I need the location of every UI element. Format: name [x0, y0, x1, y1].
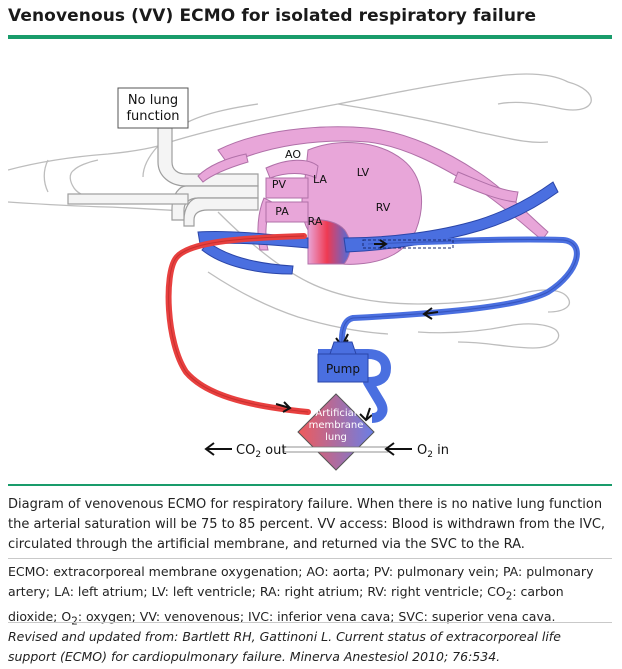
label-lv: LV [357, 166, 370, 179]
heart [265, 142, 423, 265]
body-outline [8, 73, 592, 349]
artificial-lung: Artificial membrane lung [283, 393, 389, 471]
o2-in-label: O2 in [417, 443, 449, 460]
label-ao: AO [285, 148, 301, 161]
label-pa: PA [275, 205, 289, 218]
ecmo-diagram: No lung function AO LA LV PV PA RA RV [8, 73, 592, 471]
lung-label-2: membrane [309, 420, 364, 431]
co2-out-label: CO2 out [236, 443, 286, 460]
label-ra: RA [308, 215, 323, 228]
lung-label-3: lung [325, 432, 347, 443]
label-rv: RV [376, 201, 391, 214]
abbreviations: ECMO: extracorporeal membrane oxygenatio… [8, 564, 594, 627]
o2-arrow [384, 442, 412, 456]
no-lung-callout: No lung function [117, 87, 189, 129]
gas-labels: CO2 out O2 in [204, 442, 449, 460]
label-pv: PV [272, 178, 287, 191]
no-lung-label-2: function [126, 109, 179, 124]
page-title: Venovenous (VV) ECMO for isolated respir… [8, 6, 537, 26]
figure-description: Diagram of venovenous ECMO for respirato… [8, 497, 606, 552]
caption-separator [8, 622, 612, 623]
pulmonary-vessels [197, 126, 549, 251]
lung-label-1: Artificial [315, 408, 356, 419]
airway [67, 127, 259, 227]
no-lung-label-1: No lung [128, 93, 178, 108]
title-divider [8, 35, 612, 39]
pump: Pump [317, 341, 391, 423]
co2-arrow [204, 442, 232, 456]
caption-separator [8, 558, 612, 559]
source-citation: Revised and updated from: Bartlett RH, G… [8, 629, 561, 664]
figure-divider [8, 484, 612, 486]
pump-label: Pump [326, 362, 360, 376]
label-la: LA [313, 173, 327, 186]
